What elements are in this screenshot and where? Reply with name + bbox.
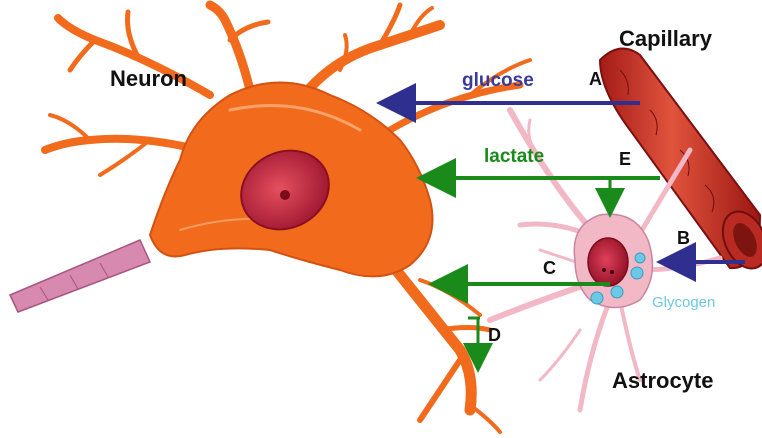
pathway-c-label: C	[543, 259, 556, 277]
astrocyte-nucleolus	[610, 270, 614, 274]
pathway-a-label: A	[589, 70, 602, 88]
astrocyte-nucleolus	[602, 268, 606, 272]
neuron-label: Neuron	[110, 68, 187, 90]
pathway-d-label: D	[488, 326, 501, 344]
pathway-b-label: B	[677, 229, 690, 247]
astrocyte-nucleus	[588, 238, 628, 286]
glycogen-label: Glycogen	[652, 295, 715, 310]
lactate-label: lactate	[484, 147, 544, 166]
capillary-label: Capillary	[619, 28, 712, 50]
pathway-e-label: E	[619, 150, 631, 168]
glucose-label: glucose	[462, 71, 534, 90]
axon	[10, 240, 150, 312]
neuron-nucleolus	[280, 190, 290, 200]
astrocyte-label: Astrocyte	[612, 370, 713, 392]
